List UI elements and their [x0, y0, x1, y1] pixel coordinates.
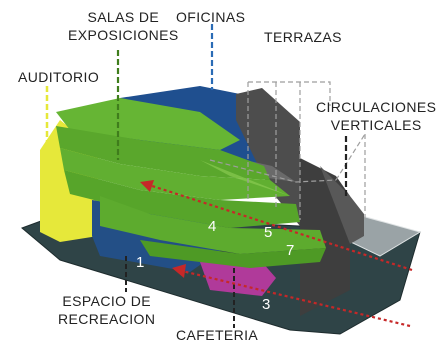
zone-number-5: 5 [264, 224, 273, 241]
circulation-core-side [320, 166, 364, 244]
zone-number-1: 1 [136, 254, 145, 271]
arrow-head-lower [172, 264, 186, 278]
zone-number-7: 7 [286, 242, 295, 259]
terrace-dashed-outline [209, 81, 366, 222]
flow-arrows [145, 182, 413, 328]
label-terrazas: TERRAZAS [264, 29, 342, 45]
label-espacio-de-recreacion: ESPACIO DE RECREACION [58, 293, 156, 327]
zone-number-3: 3 [262, 296, 271, 313]
zone-number-4: 4 [208, 218, 217, 235]
label-oficinas: OFICINAS [176, 9, 246, 25]
label-circulaciones-verticales: CIRCULACIONES VERTICALES [316, 99, 437, 133]
exhibition-layers [56, 98, 326, 268]
label-cafeteria: CAFETERIA [176, 327, 259, 343]
label-salas-de-exposiciones: SALAS DE EXPOSICIONES [68, 9, 179, 43]
label-auditorio: AUDITORIO [18, 69, 100, 85]
arrow-head-upper [140, 180, 154, 192]
cafeteria-block [200, 262, 276, 296]
